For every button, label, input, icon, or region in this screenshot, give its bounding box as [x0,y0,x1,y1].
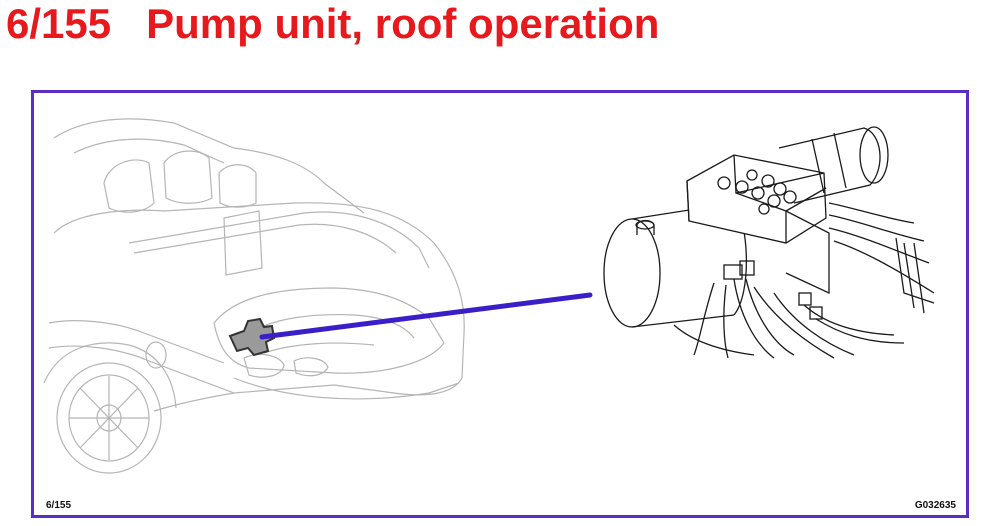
page-title: 6/155 Pump unit, roof operation [6,0,660,47]
pump-unit-illustration [603,126,935,359]
pump-location-marker [228,317,276,357]
leader-line [259,292,593,340]
car-trunk-illustration [43,118,465,474]
figure-code: G032635 [914,500,956,511]
diagram-frame: 6/155 G032635 [31,90,969,518]
page-reference: 6/155 [46,500,72,511]
diagram-canvas [43,118,935,474]
